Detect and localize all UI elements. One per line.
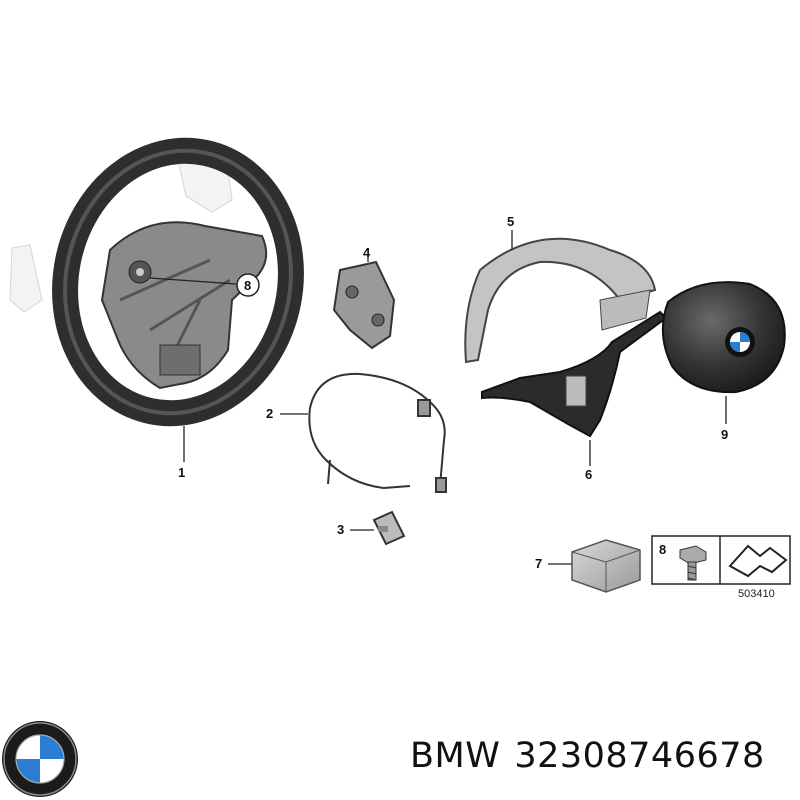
switch-bracket [332, 260, 396, 350]
callout-5: 5 [507, 214, 515, 229]
wiring-harness [308, 372, 447, 493]
connector-plug [372, 510, 406, 546]
callout-2: 2 [266, 406, 274, 421]
arrow-icon [728, 544, 788, 578]
paddle-shifter-left [9, 244, 43, 313]
leader-lines [149, 230, 727, 565]
adhesive-pad [571, 539, 641, 593]
steering-wheel-icon [52, 137, 304, 427]
callout-1: 1 [178, 465, 186, 480]
footer-part-label: BMW 32308746678 [410, 736, 779, 776]
callout-7: 7 [535, 556, 543, 571]
trim-cover [464, 237, 657, 364]
callout-6: 6 [585, 467, 593, 482]
callout-8-box: 8 [659, 542, 667, 557]
lower-trim [481, 310, 668, 438]
bolt-icon [679, 545, 707, 581]
callout-3: 3 [337, 522, 345, 537]
callout-8-wheel: 8 [244, 278, 252, 293]
callout-9: 9 [721, 427, 729, 442]
callout-4: 4 [363, 245, 371, 260]
callout-8-circle [236, 273, 260, 297]
hardware-box [651, 535, 791, 585]
part-reference: 503410 [738, 588, 775, 600]
bmw-logo-icon [2, 721, 78, 797]
brand-name: BMW [410, 736, 501, 776]
airbag-icon [661, 281, 786, 394]
part-number: 32308746678 [514, 736, 765, 776]
